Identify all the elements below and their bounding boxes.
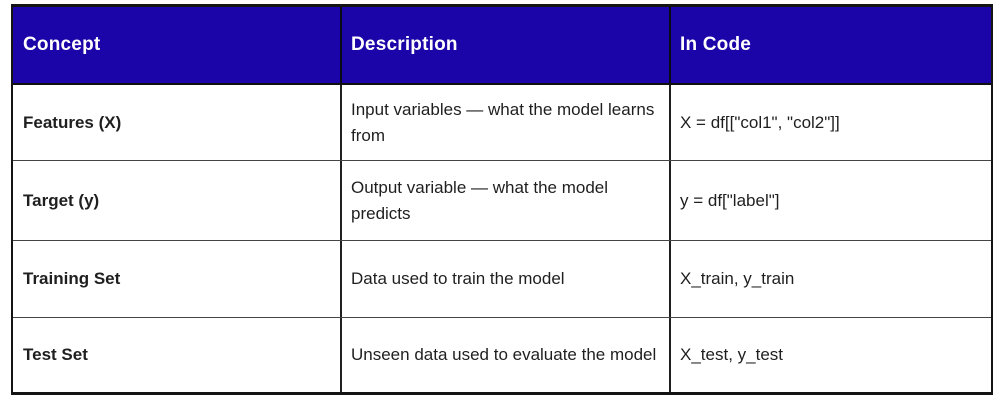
table-row-features: Features (X) Input variables — what the … (13, 83, 991, 160)
table-row-training-set: Training Set Data used to train the mode… (13, 240, 991, 317)
description-cell: Data used to train the model (340, 241, 669, 317)
concept-cell: Features (X) (23, 112, 122, 132)
column-header-concept: Concept (23, 34, 101, 55)
ml-concepts-table: Concept Description In Code Features (X)… (11, 4, 993, 395)
column-header-description: Description (340, 7, 669, 83)
table-row-test-set: Test Set Unseen data used to evaluate th… (13, 317, 991, 392)
column-header-in-code: In Code (669, 7, 991, 83)
description-cell: Output variable — what the model predict… (340, 161, 669, 240)
description-cell: Input variables — what the model learns … (340, 85, 669, 160)
concept-cell: Test Set (23, 345, 88, 364)
code-cell: X_test, y_test (669, 318, 991, 392)
table-header-row: Concept Description In Code (13, 7, 991, 83)
code-cell: y = df["label"] (669, 161, 991, 240)
code-cell: X_train, y_train (669, 241, 991, 317)
concept-cell: Target (y) (23, 190, 100, 210)
concept-cell: Training Set (23, 269, 121, 288)
table-row-target: Target (y) Output variable — what the mo… (13, 160, 991, 240)
code-cell: X = df[["col1", "col2"]] (669, 85, 991, 160)
description-cell: Unseen data used to evaluate the model (340, 318, 669, 392)
